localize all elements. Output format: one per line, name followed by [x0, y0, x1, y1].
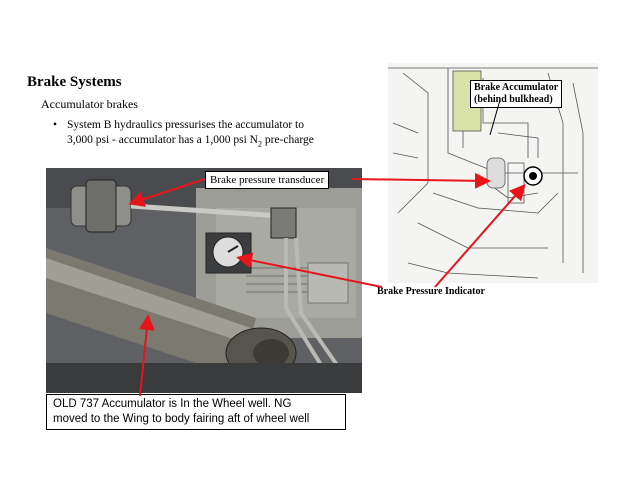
brake-pressure-indicator-label: Brake Pressure Indicator [377, 286, 485, 297]
bullet-text: System B hydraulics pressurises the accu… [67, 118, 314, 151]
bullet-subscript: 2 [258, 139, 262, 149]
slide-subtitle: Accumulator brakes [41, 97, 138, 111]
caption-box: OLD 737 Accumulator is In the Wheel well… [46, 394, 346, 430]
brake-accumulator-label-line2: (behind bulkhead) [474, 94, 553, 105]
caption-line1: OLD 737 Accumulator is In the Wheel well… [53, 398, 292, 410]
bullet-line-1: System B hydraulics pressurises the accu… [67, 119, 304, 131]
bullet-line-2-post: pre-charge [262, 134, 314, 146]
caption-line2: moved to the Wing to body fairing aft of… [53, 413, 310, 425]
accumulator-photo [46, 168, 362, 393]
brake-accumulator-label: Brake Accumulator (behind bulkhead) [470, 80, 563, 108]
brake-accumulator-label-line1: Brake Accumulator [474, 82, 559, 93]
slide-title: Brake Systems [27, 74, 122, 90]
bullet-marker: • [53, 119, 58, 131]
brake-pressure-transducer-label: Brake pressure transducer [205, 171, 330, 189]
bullet-line-2-pre: 3,000 psi - accumulator has a 1,000 psi … [67, 134, 258, 146]
